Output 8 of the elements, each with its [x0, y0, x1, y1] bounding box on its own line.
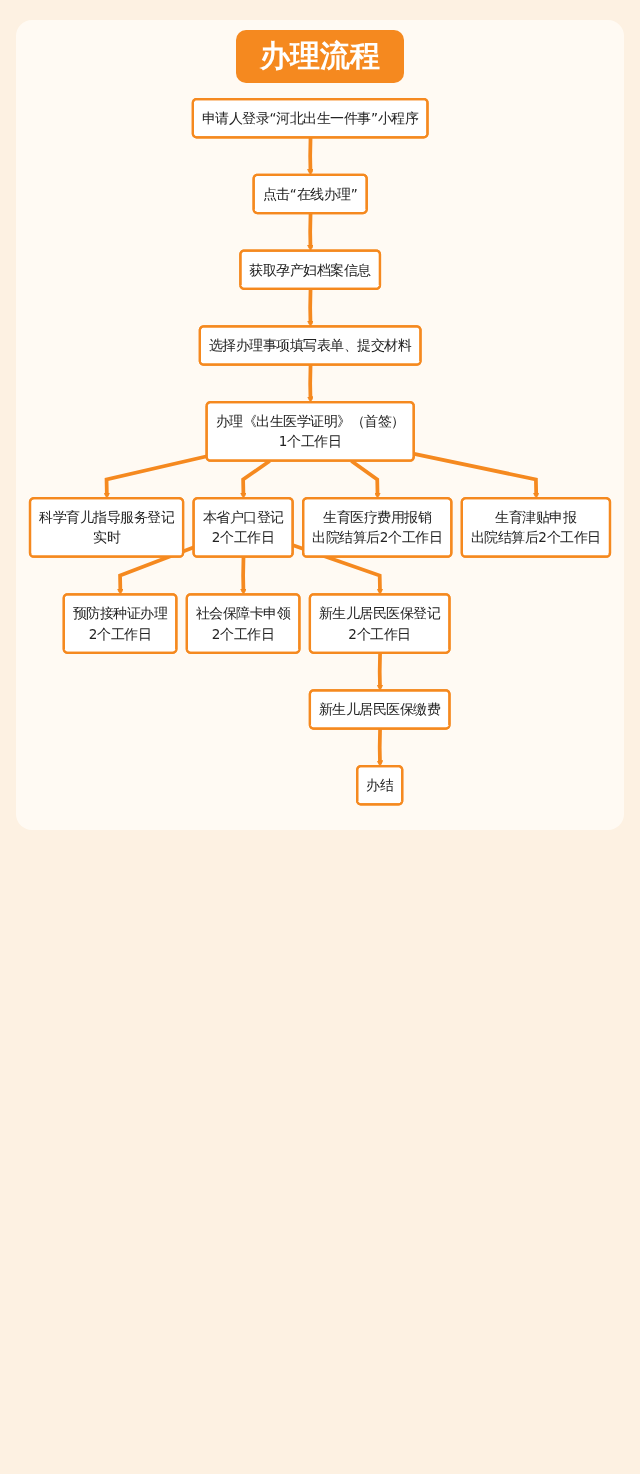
arrow [376, 653, 384, 691]
arrow [240, 557, 247, 595]
title-tab: 办理流程 [236, 30, 404, 83]
arrow [376, 728, 384, 767]
arrow [292, 543, 384, 595]
arrow [103, 454, 208, 499]
arrow [307, 365, 314, 403]
arrow [413, 452, 540, 499]
